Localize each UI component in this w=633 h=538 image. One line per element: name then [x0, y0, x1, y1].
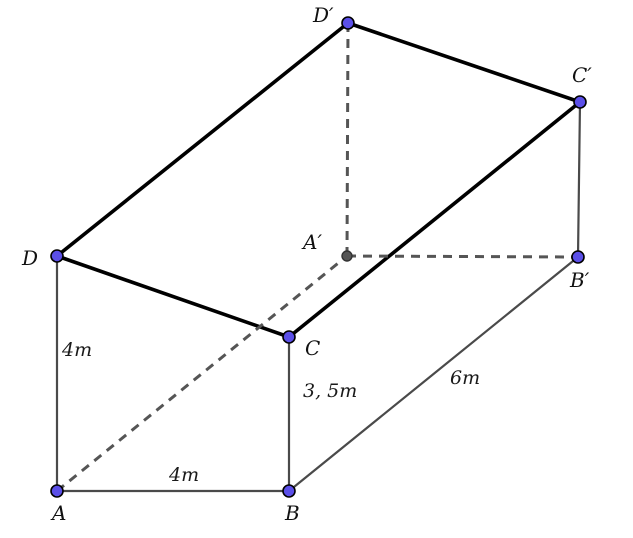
vertex-label-b: B — [285, 501, 300, 525]
edge-Dp-Ap — [345, 22, 350, 257]
edge-D-Dp — [55, 21, 350, 258]
edge-C-Cp — [287, 100, 582, 339]
vertex-point-a[interactable] — [50, 484, 64, 498]
vertex-point-ap[interactable] — [341, 250, 353, 262]
measure-length-BBp: 6m — [450, 367, 481, 389]
vertex-point-bp[interactable] — [571, 250, 585, 264]
edge-Dp-Cp — [346, 21, 582, 104]
vertex-label-d: D — [22, 246, 39, 270]
vertex-label-dp: D′ — [313, 3, 334, 27]
edges-layer — [55, 21, 582, 493]
edge-A-Ap — [56, 254, 348, 493]
vertex-point-cp[interactable] — [573, 95, 587, 109]
vertex-point-d[interactable] — [50, 249, 64, 263]
vertex-label-c: C — [305, 336, 321, 360]
edge-Cp-Bp — [576, 100, 582, 259]
vertex-point-dp[interactable] — [341, 16, 355, 30]
edge-Ap-Bp — [346, 254, 579, 259]
measure-height-AD: 4m — [62, 339, 93, 361]
edge-D-C — [55, 254, 291, 339]
vertex-point-b[interactable] — [282, 484, 296, 498]
vertex-label-ap: A′ — [303, 230, 322, 254]
vertex-label-a: A — [52, 501, 67, 525]
vertex-point-c[interactable] — [282, 330, 296, 344]
vertices-layer — [50, 16, 587, 498]
vertex-label-cp: C′ — [572, 63, 592, 87]
vertex-label-bp: B′ — [570, 268, 590, 292]
measure-depth-BC: 3, 5m — [303, 380, 358, 402]
measure-width-AB: 4m — [169, 464, 200, 486]
edge-B-Bp — [287, 255, 580, 493]
